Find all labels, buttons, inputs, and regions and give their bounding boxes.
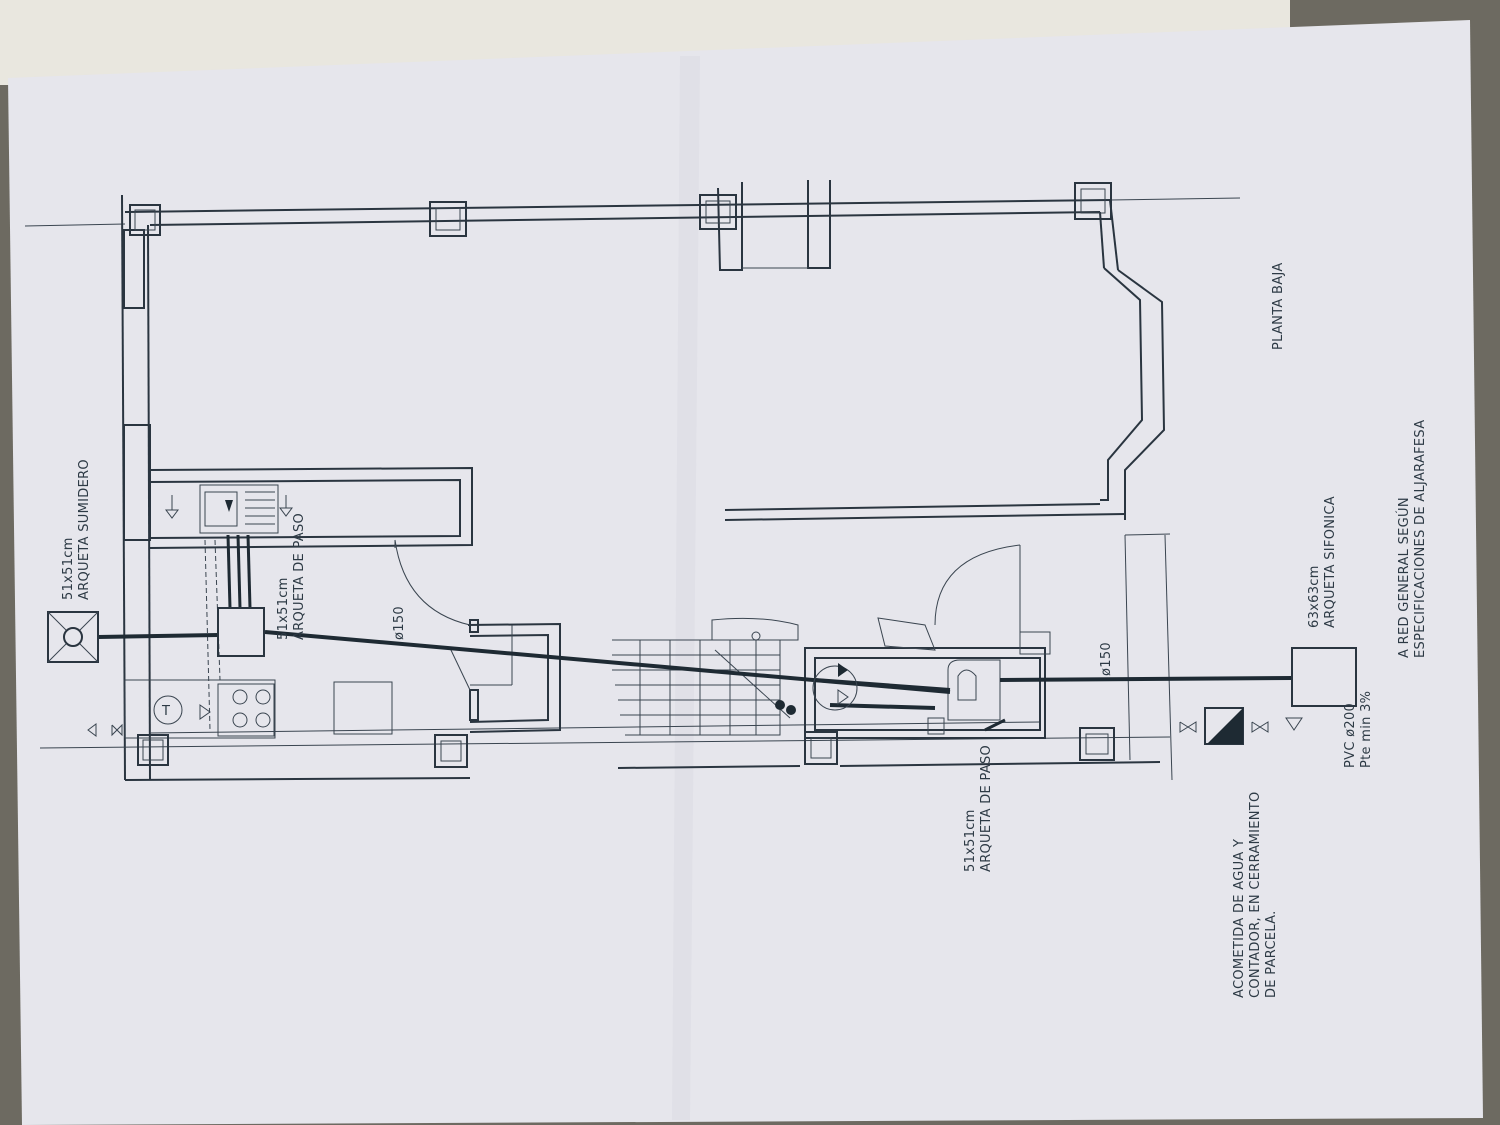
drainage-pipes bbox=[97, 534, 1293, 732]
label-red-general: A RED GENERAL SEGÚN ESPECIFICACIONES DE … bbox=[1396, 420, 1428, 658]
paper-sheet bbox=[8, 20, 1483, 1125]
pvc-line-2: Pte min 3% bbox=[1359, 691, 1374, 768]
paso-top-size: 51x51cm bbox=[276, 577, 291, 640]
pvc-line-1: PVC ø200 bbox=[1343, 703, 1358, 768]
label-pvc: PVC ø200 Pte min 3% bbox=[1343, 691, 1374, 768]
acometida-line-2: CONTADOR, EN CERRAMIENTO bbox=[1248, 791, 1263, 998]
label-acometida: ACOMETIDA DE AGUA Y CONTADOR, EN CERRAMI… bbox=[1232, 791, 1279, 998]
svg-text:T: T bbox=[161, 704, 170, 719]
water-meter bbox=[1179, 707, 1303, 745]
pillars bbox=[129, 182, 1115, 768]
building-walls: T bbox=[24, 180, 1241, 781]
label-paso-bottom: 51x51cm ARQUETA DE PASO bbox=[963, 745, 994, 872]
paso-bottom-size: 51x51cm bbox=[963, 809, 978, 872]
sifonica-name: ARQUETA SIFONICA bbox=[1323, 496, 1338, 628]
acometida-line-3: DE PARCELA. bbox=[1264, 910, 1279, 998]
label-paso-top: 51x51cm ARQUETA DE PASO bbox=[276, 513, 307, 640]
staircase bbox=[612, 617, 799, 736]
acometida-line-1: ACOMETIDA DE AGUA Y bbox=[1232, 839, 1247, 998]
paso-top-name: ARQUETA DE PASO bbox=[292, 513, 307, 640]
sumidero-size: 51x51cm bbox=[61, 537, 76, 600]
paso-bottom-name: ARQUETA DE PASO bbox=[979, 745, 994, 872]
arqueta-de-paso-top bbox=[217, 607, 265, 657]
label-sumidero: 51x51cm ARQUETA SUMIDERO bbox=[61, 459, 92, 600]
arqueta-sumidero bbox=[47, 611, 99, 663]
sifonica-size: 63x63cm bbox=[1307, 565, 1322, 628]
paper-shadow-fold bbox=[672, 56, 700, 1120]
arqueta-sifonica bbox=[1291, 647, 1357, 707]
plan-title: PLANTA BAJA bbox=[1271, 262, 1286, 350]
diameter-label-1: ø150 bbox=[392, 606, 407, 640]
label-sifonica: 63x63cm ARQUETA SIFONICA bbox=[1307, 496, 1338, 628]
valve-symbols bbox=[87, 663, 858, 737]
red-line-1: A RED GENERAL SEGÚN bbox=[1396, 497, 1412, 658]
sumidero-name: ARQUETA SUMIDERO bbox=[77, 459, 92, 600]
red-line-2: ESPECIFICACIONES DE ALJARAFESA bbox=[1413, 420, 1428, 658]
diameter-label-2: ø150 bbox=[1099, 642, 1114, 676]
